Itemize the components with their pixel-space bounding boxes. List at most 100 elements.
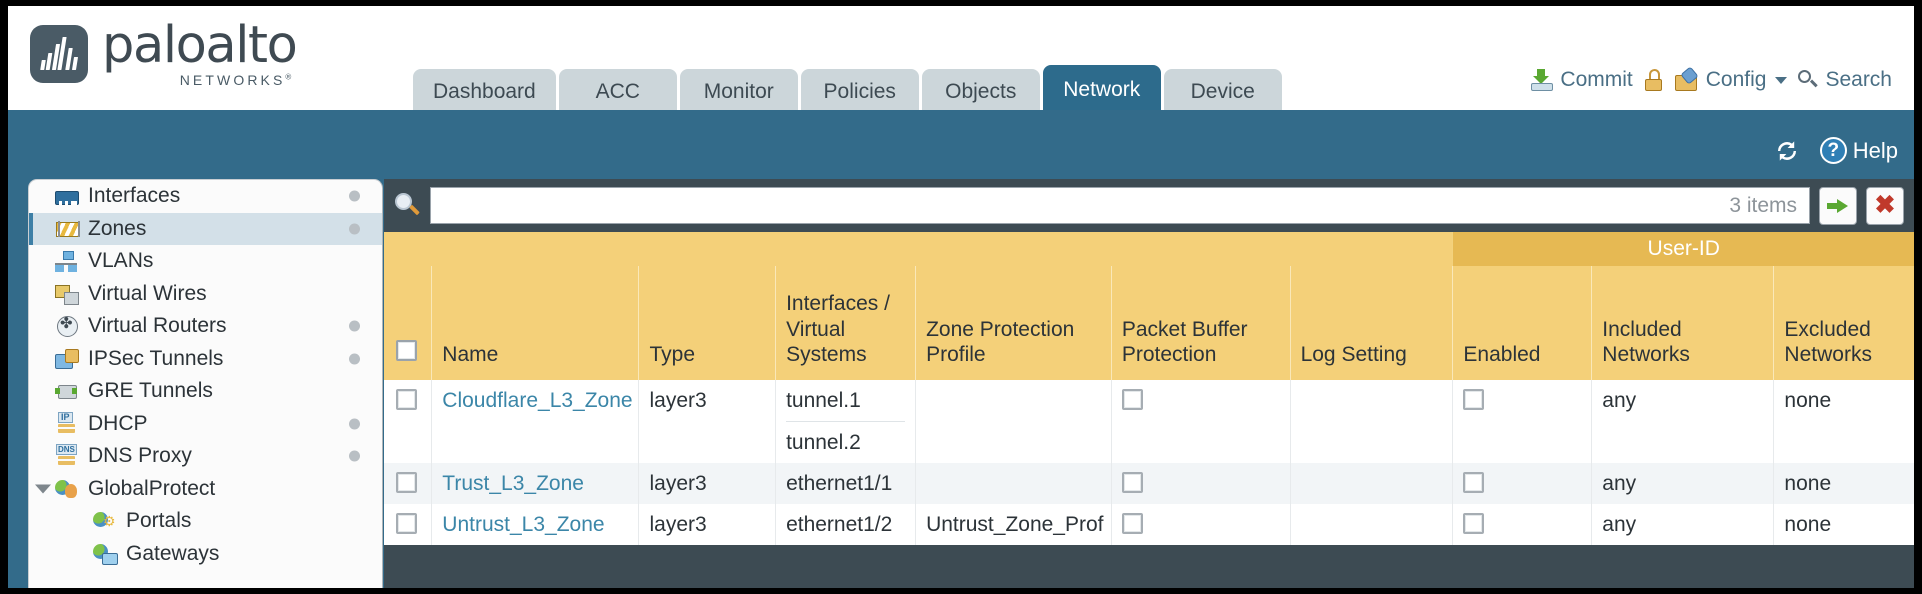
lock-icon[interactable] [1644,69,1664,91]
nav-tab-network[interactable]: Network [1042,65,1161,114]
user-id-enabled-checkbox[interactable] [1463,513,1485,534]
help-button[interactable]: ? Help [1819,137,1898,164]
interface-item: ethernet1/1 [786,472,893,495]
log-setting-cell [1289,380,1453,463]
sidebar-item-label: GRE Tunnels [88,379,213,403]
row-select-checkbox[interactable] [396,513,417,534]
sidebar-item-indicator-dot [349,353,360,365]
search-bar: 3 items ✖ [384,179,1914,232]
sidebar-item-ipsec-tunnels[interactable]: IPSec Tunnels [29,343,382,376]
user-id-enabled-checkbox[interactable] [1463,472,1485,493]
nav-tab-objects[interactable]: Objects [921,69,1040,114]
user-id-enabled-cell [1452,380,1592,463]
vrouters-icon [55,314,79,338]
item-count: 3 items [1729,193,1797,217]
red-x-icon: ✖ [1874,191,1896,219]
sidebar-item-label: Zones [88,216,147,240]
refresh-icon[interactable] [1772,138,1802,164]
user-id-enabled-checkbox[interactable] [1463,389,1485,410]
nav-tab-label: ACC [595,79,640,103]
zone-name[interactable]: Untrust_L3_Zone [442,513,605,536]
packet-buffer-protection-checkbox[interactable] [1121,513,1143,534]
sidebar-item-vlans[interactable]: VLANs [29,245,382,278]
sidebar-item-indicator-dot [349,450,360,462]
packet-buffer-protection-checkbox[interactable] [1121,389,1143,410]
sidebar-item-dhcp[interactable]: DHCP [29,408,382,441]
sidebar-item-globalprotect[interactable]: GlobalProtect [29,473,382,506]
column-header-included-networks[interactable]: Included Networks [1591,266,1774,380]
nav-tab-label: Policies [823,79,896,103]
excluded-networks-cell: none [1773,504,1914,545]
header-band: paloalto NETWORKS® Dashboard ACC Monitor Po… [8,6,1914,114]
nav-tab-policies[interactable]: Policies [800,69,919,114]
column-header-zone-protection-profile[interactable]: Zone Protection Profile [915,266,1112,380]
brand-word: paloalto [102,16,298,75]
sidebar-item-portals[interactable]: Portals [29,505,382,538]
dhcp-icon [55,411,79,435]
clear-filter-button[interactable]: ✖ [1866,186,1904,225]
log-setting [1301,380,1443,389]
search-button[interactable]: Search [1798,68,1892,92]
nav-tab-device[interactable]: Device [1163,69,1282,114]
column-header-type[interactable]: Type [638,266,776,380]
commit-button[interactable]: Commit [1531,68,1633,92]
row-select-checkbox[interactable] [396,389,417,410]
row-select-cell [384,380,432,463]
included-networks: any [1602,389,1637,412]
nav-tab-label: Network [1063,77,1141,101]
included-networks: any [1602,472,1637,495]
sidebar-item-virtual-routers[interactable]: Virtual Routers [29,310,382,343]
sidebar-item-gateways[interactable]: Gateways [29,538,382,571]
sidebar-item-indicator-dot [349,418,360,430]
sidebar-item-virtual-wires[interactable]: Virtual Wires [29,278,382,311]
apply-filter-button[interactable] [1819,186,1857,225]
row-select-checkbox[interactable] [396,472,417,493]
column-header-excluded-networks[interactable]: Excluded Networks [1773,266,1914,380]
zone-type-cell: layer3 [638,463,776,504]
nav-tab-dashboard[interactable]: Dashboard [413,69,556,114]
sidebar-item-label: Virtual Routers [88,314,227,338]
zone-protection-profile-cell: Untrust_Zone_Prof [915,504,1112,545]
column-header-interfaces-virtual-systems[interactable]: Interfaces / Virtual Systems [775,266,916,380]
column-header-packet-buffer-protection[interactable]: Packet Buffer Protection [1110,266,1291,380]
green-arrow-icon [1827,198,1849,213]
table-group-header-row: User-ID [384,232,1914,266]
user-id-enabled-cell [1452,463,1592,504]
brand-logo[interactable]: paloalto NETWORKS® [30,16,298,88]
search-icon [1798,70,1819,90]
search-input[interactable]: 3 items [430,187,1810,224]
dns-icon [55,444,79,467]
sidebar-item-dns-proxy[interactable]: DNS Proxy [29,440,382,473]
config-menu[interactable]: Config [1674,66,1788,92]
row-select-cell [384,463,432,504]
sidebar-item-gre-tunnels[interactable]: GRE Tunnels [29,375,382,408]
log-setting-cell [1289,504,1453,545]
select-all-header-cell [384,266,432,380]
sidebar-item-interfaces[interactable]: Interfaces [29,180,382,213]
included-networks-cell: any [1591,504,1774,545]
packet-buffer-protection-checkbox[interactable] [1121,472,1143,493]
filter-search-icon[interactable] [394,192,421,219]
collapse-triangle-icon[interactable] [35,484,51,494]
column-header-log-setting[interactable]: Log Setting [1289,266,1453,380]
zone-name-cell: Cloudflare_L3_Zone [431,380,639,463]
brand-subtitle-text: NETWORKS [179,72,286,88]
nav-tab-acc[interactable]: ACC [558,69,677,114]
zone-name[interactable]: Cloudflare_L3_Zone [442,389,633,412]
nav-tab-monitor[interactable]: Monitor [679,69,798,114]
column-header-enabled[interactable]: Enabled [1452,266,1592,380]
sidebar-item-indicator-dot [349,223,360,235]
sidebar-item-zones[interactable]: Zones [29,212,382,245]
zone-name[interactable]: Trust_L3_Zone [442,472,584,495]
vwires-icon [55,283,79,305]
select-all-checkbox[interactable] [396,340,417,362]
column-header-name[interactable]: Name [431,266,639,380]
